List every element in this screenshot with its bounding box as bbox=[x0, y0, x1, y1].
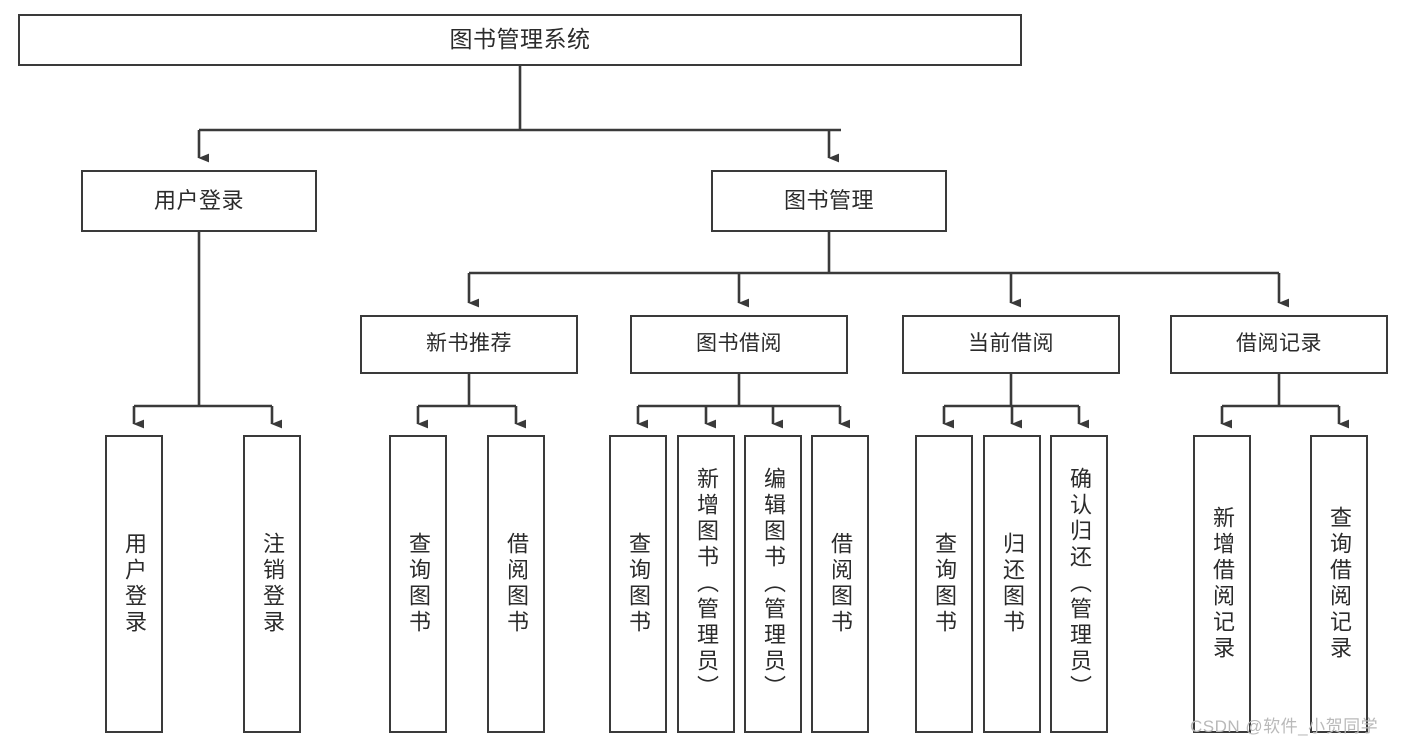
node-label: 借阅记录 bbox=[1236, 332, 1322, 356]
node-label: 图书借阅 bbox=[696, 332, 782, 356]
node-label: 借阅图书 bbox=[828, 532, 853, 636]
node-label: 用户登录 bbox=[122, 532, 147, 636]
node-label: 查询借阅记录 bbox=[1327, 506, 1352, 662]
node-label: 借阅图书 bbox=[504, 532, 529, 636]
node-label: 新增借阅记录 bbox=[1210, 506, 1235, 662]
node-current-borrow[interactable]: 当前借阅 bbox=[902, 315, 1120, 374]
node-label: 归还图书 bbox=[1000, 532, 1025, 636]
leaf-edit-book-admin[interactable]: 编辑图书（管理员） bbox=[744, 435, 802, 733]
node-label: 查询图书 bbox=[626, 532, 651, 636]
leaf-query-book-recommend[interactable]: 查询图书 bbox=[389, 435, 447, 733]
leaf-confirm-return-admin[interactable]: 确认归还（管理员） bbox=[1050, 435, 1108, 733]
leaf-borrow-book[interactable]: 借阅图书 bbox=[811, 435, 869, 733]
node-user-login[interactable]: 用户登录 bbox=[81, 170, 317, 232]
node-label: 查询图书 bbox=[406, 532, 431, 636]
node-label: 新书推荐 bbox=[426, 332, 512, 356]
node-label: 查询图书 bbox=[932, 532, 957, 636]
leaf-borrow-book-recommend[interactable]: 借阅图书 bbox=[487, 435, 545, 733]
leaf-return-book[interactable]: 归还图书 bbox=[983, 435, 1041, 733]
node-label: 当前借阅 bbox=[968, 332, 1054, 356]
node-root-system[interactable]: 图书管理系统 bbox=[18, 14, 1022, 66]
node-label: 图书管理系统 bbox=[449, 26, 591, 53]
node-new-book-recommend[interactable]: 新书推荐 bbox=[360, 315, 578, 374]
node-label: 用户登录 bbox=[153, 188, 244, 214]
node-label: 注销登录 bbox=[260, 532, 285, 636]
leaf-user-login[interactable]: 用户登录 bbox=[105, 435, 163, 733]
node-book-manage[interactable]: 图书管理 bbox=[711, 170, 947, 232]
leaf-query-book-borrow[interactable]: 查询图书 bbox=[609, 435, 667, 733]
leaf-add-book-admin[interactable]: 新增图书（管理员） bbox=[677, 435, 735, 733]
node-book-borrow[interactable]: 图书借阅 bbox=[630, 315, 848, 374]
node-borrow-record[interactable]: 借阅记录 bbox=[1170, 315, 1388, 374]
leaf-add-borrow-record[interactable]: 新增借阅记录 bbox=[1193, 435, 1251, 733]
leaf-user-logout[interactable]: 注销登录 bbox=[243, 435, 301, 733]
node-label: 新增图书（管理员） bbox=[694, 467, 719, 701]
leaf-query-book-current[interactable]: 查询图书 bbox=[915, 435, 973, 733]
node-label: 图书管理 bbox=[783, 188, 874, 214]
csdn-watermark: CSDN @软件_小贺同学 bbox=[1190, 717, 1379, 736]
connectors bbox=[132, 66, 1350, 429]
node-label: 确认归还（管理员） bbox=[1067, 467, 1092, 701]
node-label: 编辑图书（管理员） bbox=[761, 467, 786, 701]
leaf-query-borrow-record[interactable]: 查询借阅记录 bbox=[1310, 435, 1368, 733]
